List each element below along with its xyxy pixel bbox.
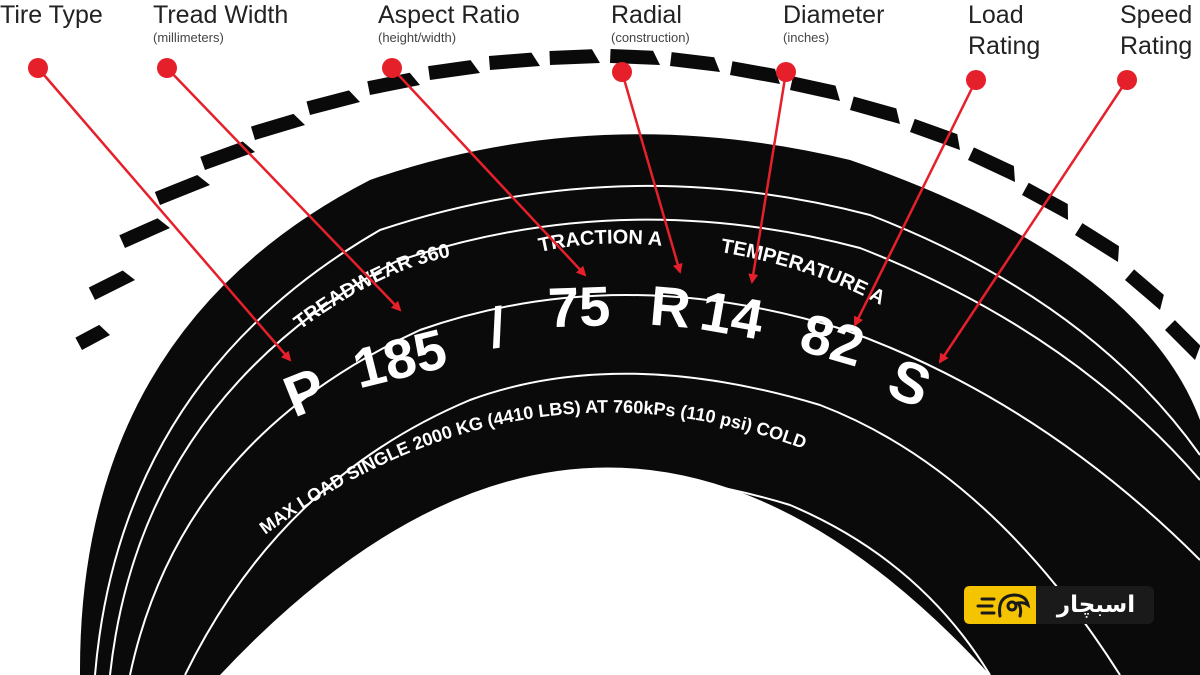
arrow-diameter [748,71,788,284]
horse-icon [976,593,1031,618]
dot-diameter [776,62,796,82]
logo-text: اسبچار [1056,592,1136,618]
groove-2 [109,218,1200,675]
tread-block [119,218,170,248]
arrow-speed-rating [938,79,1129,364]
tread-block [1075,223,1119,262]
code-diameter: 14 [696,278,768,351]
tread-block [850,96,900,124]
label-diameter: Diameter [783,1,885,29]
sub-diameter: (inches) [783,30,830,45]
dot-aspect-ratio [382,58,402,78]
tread-block [428,60,480,80]
brand-logo: اسبچار [964,586,1154,624]
groove-3 [129,294,1200,675]
tread-block [250,113,305,140]
tread-block [154,175,210,205]
callout-arrows [28,58,1137,364]
tread-block [968,147,1015,182]
tread-block [306,90,360,115]
dot-speed-rating [1117,70,1137,90]
arrow-aspect-ratio [391,67,587,277]
groove-outer [94,184,1200,675]
groove-4 [184,372,1121,675]
label-load-rating: Load Rating [968,1,1041,60]
tread-block [1165,320,1200,360]
tread-block [1022,182,1068,220]
arrow-radial [620,71,683,274]
label-tire-type: Tire Type [0,1,103,29]
tread-block [200,141,255,170]
groove-inner [239,475,991,675]
tread-block [790,76,840,101]
label-radial: Radial [611,1,682,29]
label-tread-width: Tread Width [153,1,289,29]
arrow-load-rating [853,79,978,327]
dot-tire-type [28,58,48,78]
dot-tread-width [157,58,177,78]
sub-aspect-ratio: (height/width) [378,30,457,45]
sub-tread-width: (millimeters) [153,30,224,45]
tread-block [367,72,420,95]
code-construction: R [648,274,694,340]
tread-block [88,270,135,300]
label-speed-rating: Speed Rating [1120,1,1193,60]
label-aspect-ratio: Aspect Ratio [378,1,520,29]
dot-load-rating [966,70,986,90]
dot-radial [612,62,632,82]
tread-block [730,61,780,84]
tread-block [910,118,960,150]
tread-block [610,49,660,65]
code-aspect: 75 [547,274,611,339]
sub-radial: (construction) [611,30,690,45]
tread-block [75,324,110,350]
tread-block [1125,269,1164,310]
tread-block [670,52,720,72]
tread-block [488,52,540,70]
arrow-tread-width [166,67,402,312]
tread-block [549,49,600,65]
tread-blocks [75,49,1200,360]
arrow-tire-type [37,67,292,362]
